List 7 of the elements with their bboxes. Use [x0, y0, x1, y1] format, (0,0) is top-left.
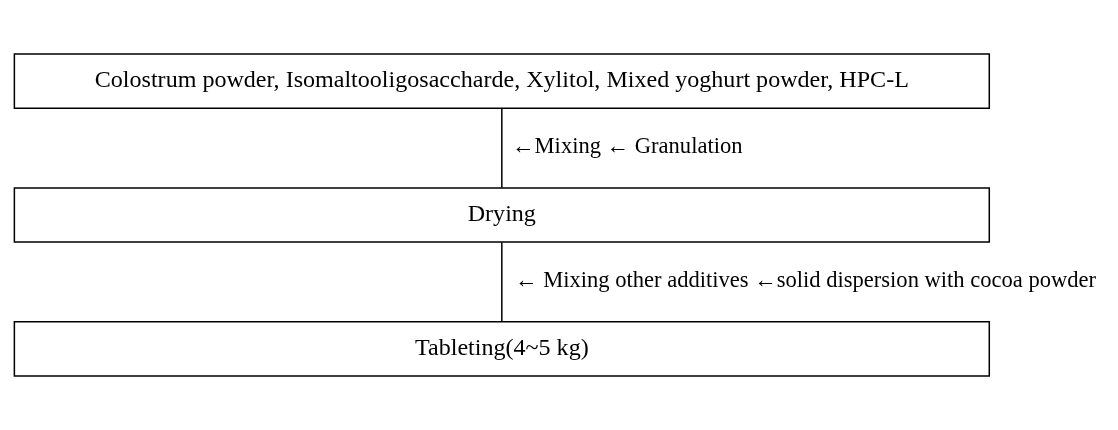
- edge-label: ←Mixing ← Granulation: [512, 133, 743, 159]
- node-box: Colostrum powder, Isomaltooligosaccharde, Xylitol, Mixed yoghurt powder, HPC-L: [13, 53, 991, 109]
- edge-label: ← Mixing other additives ←solid dispersion with cocoa powder: [514, 267, 1097, 293]
- connector: [501, 107, 503, 189]
- node-box: Drying: [13, 187, 991, 243]
- node-box: Tableting(4~5 kg): [13, 321, 991, 377]
- connector: [501, 241, 503, 323]
